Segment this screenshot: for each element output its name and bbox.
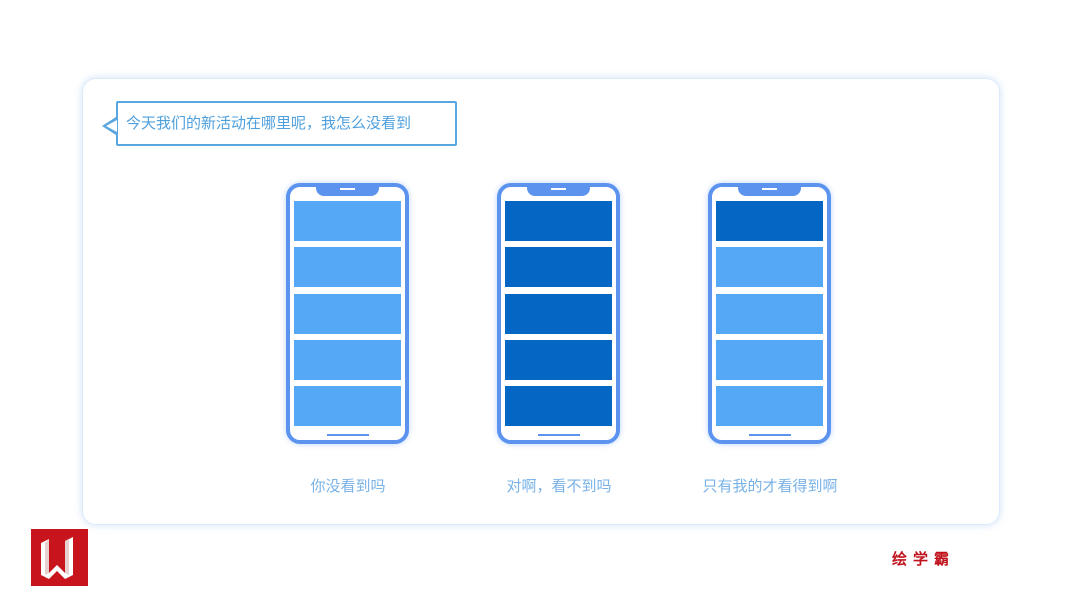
phone-notch xyxy=(316,183,379,196)
content-block xyxy=(294,201,401,241)
content-block xyxy=(505,386,612,426)
speech-bubble-tail-inner xyxy=(106,120,117,132)
phone-mockup xyxy=(286,183,409,444)
phone-caption: 只有我的才看得到啊 xyxy=(702,477,838,495)
content-block xyxy=(716,340,823,380)
content-block xyxy=(294,294,401,334)
content-block xyxy=(716,201,823,241)
home-indicator xyxy=(327,434,369,436)
home-indicator xyxy=(749,434,791,436)
phone-mockup xyxy=(497,183,620,444)
content-block xyxy=(294,340,401,380)
brand-name: 绘学霸 xyxy=(892,550,956,568)
content-block xyxy=(294,386,401,426)
speech-bubble: 今天我们的新活动在哪里呢，我怎么没看到 xyxy=(116,101,457,146)
content-block xyxy=(716,386,823,426)
phone-notch xyxy=(738,183,801,196)
brand-logo xyxy=(31,529,88,586)
content-block xyxy=(716,247,823,287)
phone-caption: 对啊，看不到吗 xyxy=(506,477,612,495)
home-indicator xyxy=(538,434,580,436)
content-block xyxy=(716,294,823,334)
phone-mockup xyxy=(708,183,831,444)
phone-caption: 你没看到吗 xyxy=(310,477,386,495)
content-block xyxy=(505,201,612,241)
content-block xyxy=(505,340,612,380)
content-block xyxy=(294,247,401,287)
content-block xyxy=(505,247,612,287)
phone-notch xyxy=(527,183,590,196)
content-block xyxy=(505,294,612,334)
